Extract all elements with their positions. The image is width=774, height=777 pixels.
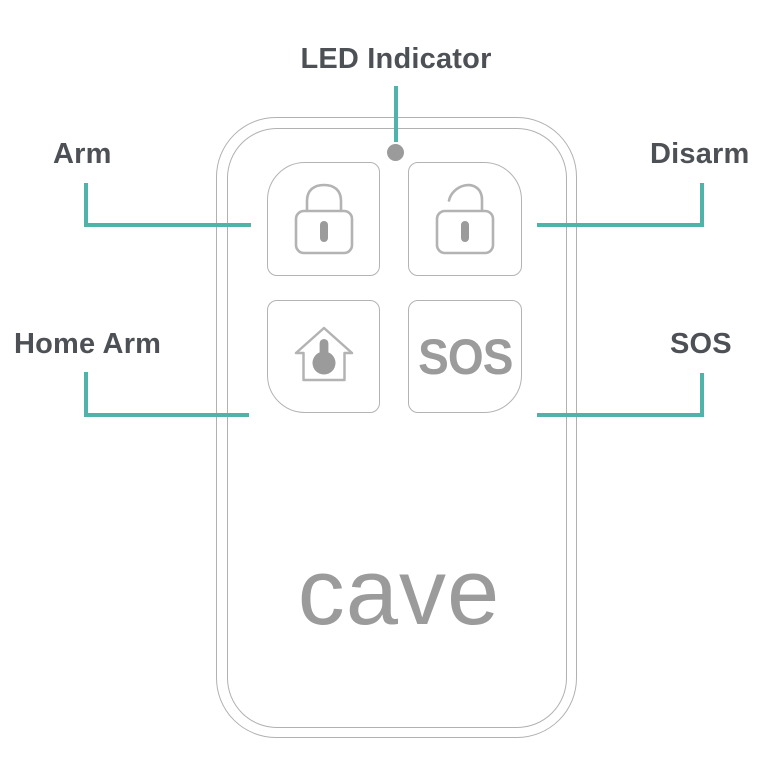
led-indicator-label: LED Indicator	[300, 43, 492, 75]
lock-closed-icon	[294, 179, 354, 260]
sos-callout-line-horizontal	[537, 413, 704, 417]
arm-callout-line-vertical	[84, 183, 88, 227]
arm-button	[267, 162, 380, 276]
sos-label: SOS	[670, 328, 732, 360]
home-arm-icon	[291, 323, 357, 390]
home-arm-callout-line-vertical	[84, 372, 88, 417]
sos-callout-line-vertical	[700, 373, 704, 417]
lock-open-icon	[435, 179, 495, 260]
brand-logo: cave	[297, 539, 501, 644]
disarm-label: Disarm	[650, 138, 750, 170]
arm-label: Arm	[53, 138, 112, 170]
home-arm-label: Home Arm	[14, 328, 162, 360]
led-indicator-dot	[387, 144, 404, 161]
sos-button: SOS	[408, 300, 522, 413]
arm-callout-line-horizontal	[84, 223, 251, 227]
led-callout-line	[394, 86, 398, 142]
disarm-callout-line-vertical	[700, 183, 704, 227]
home-arm-button	[267, 300, 380, 413]
home-arm-callout-line-horizontal	[84, 413, 249, 417]
disarm-button	[408, 162, 522, 276]
sos-button-text: SOS	[417, 328, 513, 385]
disarm-callout-line-horizontal	[537, 223, 704, 227]
